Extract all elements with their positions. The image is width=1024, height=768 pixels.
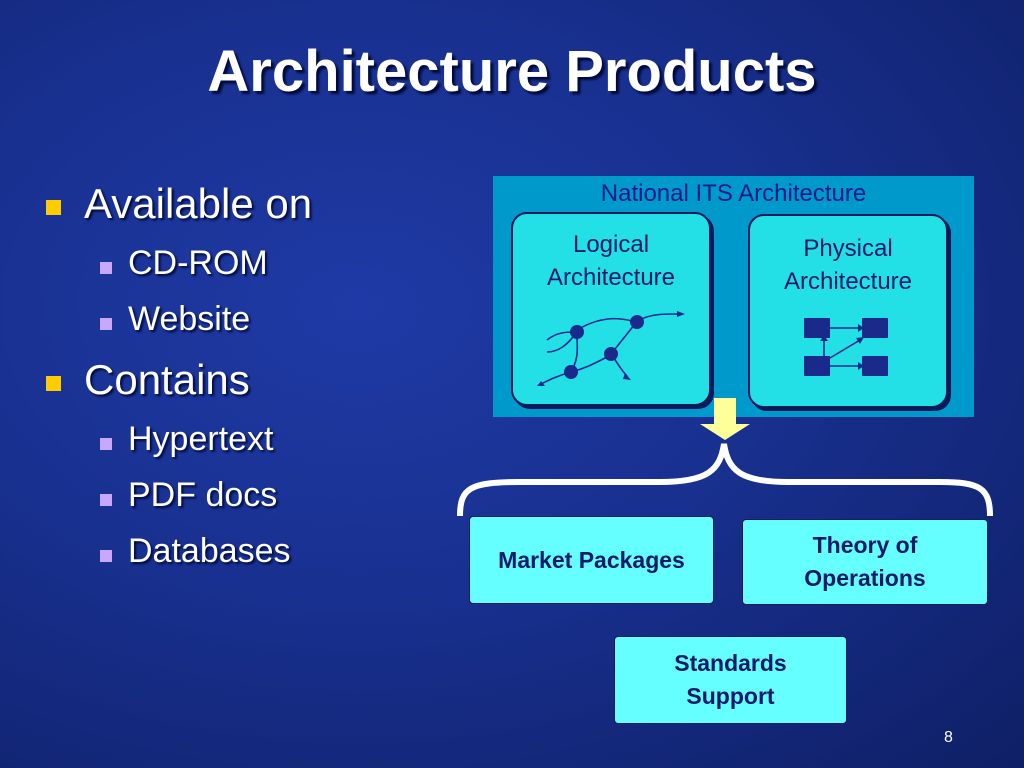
sub-bullet-label: CD-ROM [128,244,268,282]
down-arrow-icon [700,398,750,440]
slide-title: Architecture Products [207,39,817,104]
square-bullet-icon [46,200,61,215]
standards-label-line1: Standards [674,650,787,676]
sub-bullet-label: PDF docs [128,476,278,514]
physical-label-line1: Physical [803,235,893,262]
grouping-brace-with-arrow [457,398,993,517]
square-bullet-icon [100,494,112,506]
block-diagram-icon [804,318,888,376]
logical-label-line2: Architecture [546,264,676,291]
sub-bullet-label: Hypertext [128,420,274,458]
standards-label-line2: Support [686,683,775,709]
panel-title: National ITS Architecture [600,180,867,207]
square-bullet-icon [100,318,112,330]
square-bullet-icon [100,550,112,562]
sub-bullet-label: Website [128,300,251,338]
logical-architecture-box: Logical Architecture [511,212,711,406]
theory-of-operations-box: Theory of Operations [742,519,988,605]
standards-support-box: Standards Support [614,636,847,724]
square-bullet-icon [100,262,112,274]
market-packages-label: Market Packages [498,546,685,573]
theory-label-line1: Theory of [812,532,918,558]
flow-network-icon [537,311,685,386]
page-number: 8 [944,729,953,746]
market-packages-box: Market Packages [469,516,714,604]
logical-label-line1: Logical [572,231,650,258]
square-bullet-icon [100,438,112,450]
square-bullet-icon [46,376,61,391]
sub-bullet-label: Databases [128,532,291,570]
national-its-architecture-panel: National ITS Architecture Logical Archit… [493,176,974,417]
bullet-label: Contains [84,356,250,403]
physical-architecture-box: Physical Architecture [748,214,948,408]
theory-label-line2: Operations [804,565,926,591]
bullet-label: Available on [84,180,313,227]
physical-label-line2: Architecture [783,268,913,295]
